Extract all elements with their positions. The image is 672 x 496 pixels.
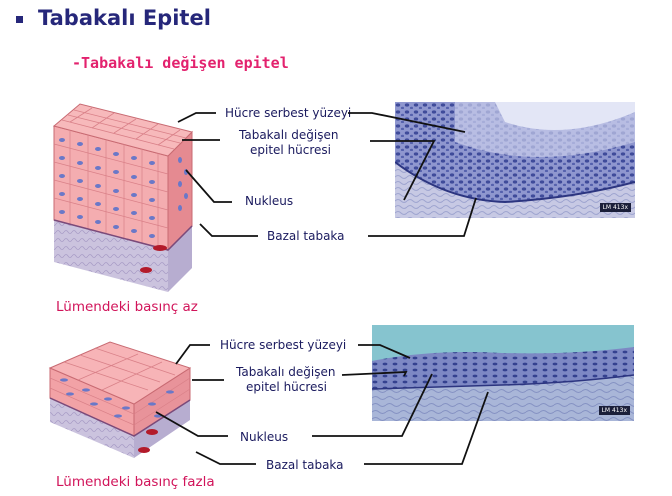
- scale-tag: LM 413x: [599, 203, 631, 212]
- bullet-square: [16, 16, 23, 23]
- relaxed-epithelium-illustration: [52, 103, 193, 292]
- label-cell-line1-top: Tabakalı değişen: [239, 128, 339, 142]
- stretched-micrograph: LM 413x: [372, 325, 634, 421]
- caption-bottom: Lümendeki basınç fazla: [56, 474, 215, 490]
- page-title: Tabakalı Epitel: [38, 6, 211, 30]
- label-nucleus-top: Nukleus: [245, 194, 294, 208]
- label-cell-line2-top: epitel hücresi: [250, 143, 332, 157]
- label-nucleus-bottom: Nukleus: [240, 430, 289, 444]
- label-basal-top: Bazal tabaka: [267, 229, 345, 243]
- label-cell-line1-bottom: Tabakalı değişen: [236, 365, 336, 379]
- label-cell-line2-bottom: epitel hücresi: [246, 380, 328, 394]
- stretched-epithelium-illustration: [48, 341, 192, 458]
- page-subtitle: -Tabakalı değişen epitel: [72, 54, 289, 72]
- scale-tag-bottom: LM 413x: [598, 406, 630, 415]
- label-surface-top: Hücre serbest yüzeyi: [225, 106, 352, 120]
- caption-top: Lümendeki basınç az: [56, 299, 198, 315]
- label-surface-bottom: Hücre serbest yüzeyi: [220, 338, 347, 352]
- relaxed-micrograph: LM 413x: [395, 102, 635, 218]
- label-basal-bottom: Bazal tabaka: [266, 458, 344, 472]
